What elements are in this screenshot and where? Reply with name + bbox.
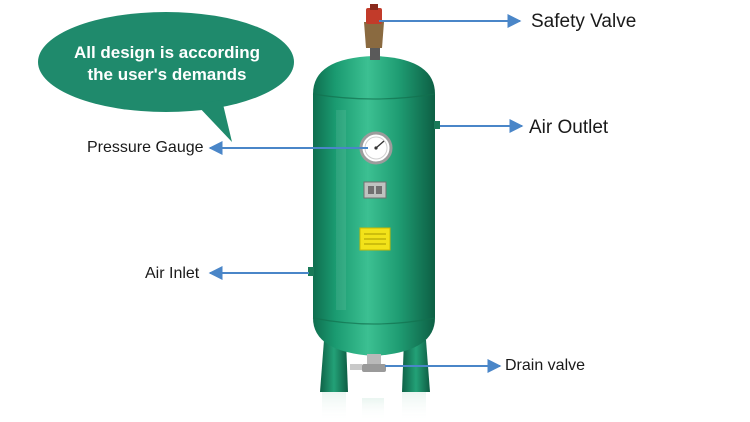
- safety-valve-label: Safety Valve: [531, 11, 637, 32]
- tank-reflection: [322, 392, 426, 422]
- pressure-gauge-dial: [359, 131, 393, 165]
- callout-bubble: [38, 12, 294, 142]
- callout-line-1: All design is according: [73, 43, 261, 62]
- drain-valve-fitting: [350, 354, 386, 372]
- safety-valve-fitting: [364, 4, 384, 60]
- callout-line-2: the user's demands: [87, 65, 247, 84]
- nameplate: [363, 181, 387, 199]
- pressure-gauge-label: Pressure Gauge: [87, 139, 204, 156]
- tank-body: [312, 56, 436, 356]
- air-outlet-label: Air Outlet: [529, 117, 609, 138]
- warning-sticker: [359, 227, 391, 251]
- drain-valve-label: Drain valve: [505, 357, 586, 374]
- callout-text: All design is according the user's deman…: [60, 42, 274, 86]
- air-inlet-port: [308, 267, 314, 276]
- air-outlet-port: [434, 121, 440, 129]
- air-inlet-label: Air Inlet: [145, 265, 200, 282]
